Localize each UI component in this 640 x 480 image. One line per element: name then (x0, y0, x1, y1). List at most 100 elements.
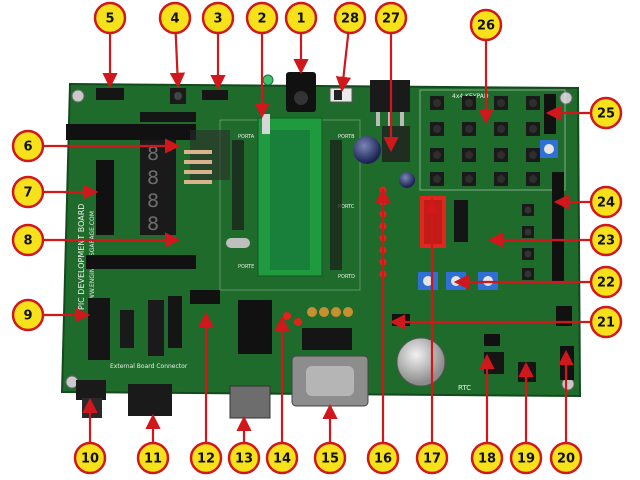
board-title: PIC DEVELOPMENT BOARD (77, 204, 86, 310)
callout-number: 17 (423, 452, 441, 467)
callout-number: 13 (235, 452, 253, 467)
callout-number: 28 (341, 12, 359, 27)
callout-number: 27 (382, 12, 400, 27)
callout-25: 25 (545, 96, 623, 130)
ic-array (120, 300, 164, 356)
callout-21: 21 (389, 305, 623, 339)
port-headers (232, 140, 342, 270)
callout-17: 17 (415, 197, 449, 475)
right-header-24 (552, 172, 564, 282)
electrolytic-capacitor (353, 136, 415, 188)
callout-4: 4 (158, 1, 192, 89)
callout-number: 5 (105, 12, 114, 27)
callout-badge (265, 441, 299, 475)
callout-number: 12 (197, 452, 215, 467)
max232-ic (302, 328, 352, 350)
port-label-d: PORTD (338, 274, 355, 280)
callout-badge (589, 185, 623, 219)
callout-19: 19 (509, 361, 543, 475)
callout-number: 9 (23, 309, 32, 324)
callout-number: 4 (170, 12, 179, 27)
callout-number: 22 (597, 276, 615, 291)
ic-12 (168, 296, 182, 348)
callout-number: 23 (597, 234, 615, 249)
seven-segment-display: 8 8 8 8 (140, 140, 176, 235)
callout-badge (589, 265, 623, 299)
crystal (226, 238, 250, 248)
callout-10: 10 (73, 397, 107, 475)
callout-number: 26 (477, 19, 495, 34)
port-label-c: PORTC (338, 204, 355, 210)
callout-badge (415, 441, 449, 475)
callout-number: 1 (296, 12, 305, 27)
callout-badge (93, 1, 127, 35)
lcd-contrast-pot (540, 140, 558, 158)
callout-badge (245, 1, 279, 35)
callout-badge (11, 129, 45, 163)
callout-leader-arrow (335, 32, 352, 93)
callout-badge (470, 441, 504, 475)
callout-15: 15 (313, 403, 347, 475)
callout-leader-arrow (169, 32, 186, 89)
top-long-header (66, 112, 196, 140)
callout-number: 7 (23, 186, 32, 201)
callout-badge (549, 441, 583, 475)
callout-22: 22 (453, 265, 623, 299)
callout-badge (201, 1, 235, 35)
callout-number: 14 (273, 452, 291, 467)
seven-seg-digit: 8 (147, 143, 159, 165)
ext-board-connector-2 (128, 384, 172, 416)
callout-badge (11, 298, 45, 332)
rtc-battery (396, 337, 446, 387)
callout-number: 19 (517, 452, 535, 467)
db9-serial-connector (291, 355, 369, 407)
callout-14: 14 (265, 315, 299, 475)
callout-13: 13 (227, 415, 261, 475)
callout-number: 2 (257, 12, 266, 27)
callout-2: 2 (245, 1, 279, 119)
power-led (262, 74, 274, 86)
callout-20: 20 (549, 349, 583, 475)
callout-number: 3 (213, 12, 222, 27)
callout-badge (313, 441, 347, 475)
callout-badge (227, 441, 261, 475)
callout-number: 15 (321, 452, 339, 467)
callout-12: 12 (189, 311, 223, 475)
callout-number: 24 (597, 196, 615, 211)
callout-number: 18 (478, 452, 496, 467)
ext-connector-label: External Board Connector (110, 363, 188, 370)
seven-seg-digit: 8 (147, 190, 159, 212)
usb-connector (229, 385, 271, 419)
callout-3: 3 (201, 1, 235, 91)
callout-1: 1 (284, 1, 318, 75)
ic-right-small (454, 200, 468, 242)
callout-6: 6 (11, 129, 181, 163)
resistor-array (184, 150, 212, 184)
port-label-e: PORTE (238, 264, 254, 270)
callout-26: 26 (469, 8, 503, 125)
callout-23: 23 (487, 223, 623, 257)
top-header-5 (96, 88, 124, 100)
callout-28: 28 (333, 1, 367, 93)
callout-16: 16 (366, 187, 400, 475)
callout-number: 16 (374, 452, 392, 467)
heatsink-area (382, 126, 410, 162)
callout-24: 24 (553, 185, 623, 219)
port-label-b: PORTB (338, 134, 355, 140)
callout-badge (11, 175, 45, 209)
relay-driver-ic (88, 298, 110, 360)
port-label-a: PORTA (238, 134, 255, 140)
callout-number: 21 (597, 316, 615, 331)
callout-badge (374, 1, 408, 35)
power-switch (329, 87, 353, 103)
callout-18: 18 (470, 353, 504, 475)
zif-socket (257, 114, 323, 277)
callout-9: 9 (11, 298, 91, 332)
reset-button (170, 88, 186, 104)
seven-seg-digit: 8 (147, 213, 159, 235)
push-buttons (522, 204, 534, 280)
dc-power-jack (286, 72, 316, 112)
left-headers (86, 130, 230, 269)
callout-number: 8 (23, 234, 32, 249)
